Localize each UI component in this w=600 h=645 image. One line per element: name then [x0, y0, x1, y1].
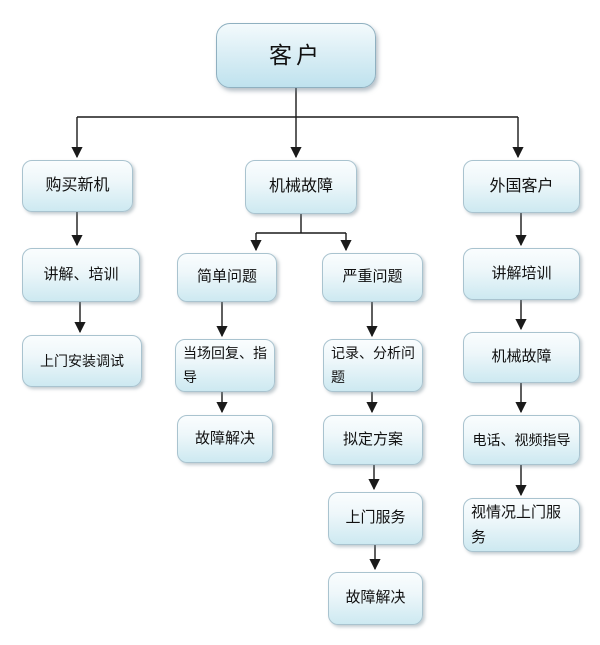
node-draft-plan: 拟定方案: [323, 415, 423, 465]
node-fault-solved-simple: 故障解决: [177, 415, 273, 463]
node-draft-plan-label: 拟定方案: [342, 430, 403, 448]
node-onsite-service-as-needed: 视情况上门服务: [463, 498, 580, 552]
node-mechanical-fault-label: 机械故障: [268, 178, 333, 195]
node-mechanical-fault: 机械故障: [245, 160, 357, 214]
node-explain-training-label: 讲解、培训: [43, 265, 119, 283]
node-fault-solved-severe-label: 故障解决: [345, 589, 406, 607]
node-foreign-customer-label: 外国客户: [489, 177, 554, 195]
node-record-analyze-problem: 记录、分析问题: [323, 339, 423, 392]
node-fault-solved-simple-label: 故障解决: [194, 429, 255, 447]
node-buy-new-machine-label: 购买新机: [45, 177, 110, 194]
node-fault-solved-severe: 故障解决: [328, 572, 423, 625]
node-simple-problem: 简单问题: [177, 253, 277, 302]
node-onsite-install-debug: 上门安装调试: [22, 335, 142, 387]
node-onsite-service: 上门服务: [328, 492, 423, 545]
node-record-analyze-problem-label: 记录、分析问题: [331, 344, 415, 385]
node-onsite-service-as-needed-label: 视情况上门服务: [471, 503, 562, 547]
node-customer: 客户: [216, 23, 376, 88]
node-onsite-install-debug-label: 上门安装调试: [40, 352, 124, 369]
node-severe-problem-label: 严重问题: [342, 268, 403, 286]
node-severe-problem: 严重问题: [322, 253, 423, 302]
node-customer-label: 客户: [269, 42, 323, 69]
node-buy-new-machine: 购买新机: [22, 160, 133, 212]
node-explain-training: 讲解、培训: [22, 248, 140, 302]
connector-trunk-lines: [77, 88, 518, 234]
node-simple-problem-label: 简单问题: [196, 268, 257, 286]
node-onspot-reply-guide: 当场回复、指导: [175, 339, 275, 392]
node-mechanical-fault-foreign: 机械故障: [463, 332, 580, 383]
node-phone-video-guide-label: 电话、视频指导: [472, 431, 571, 448]
node-foreign-customer: 外国客户: [463, 160, 580, 213]
node-onsite-service-label: 上门服务: [345, 509, 406, 527]
node-explain-training-foreign-label: 讲解培训: [491, 264, 552, 282]
node-phone-video-guide: 电话、视频指导: [463, 415, 580, 465]
node-mechanical-fault-foreign-label: 机械故障: [491, 348, 552, 366]
node-explain-training-foreign: 讲解培训: [463, 248, 580, 300]
node-onspot-reply-guide-label: 当场回复、指导: [183, 344, 267, 385]
